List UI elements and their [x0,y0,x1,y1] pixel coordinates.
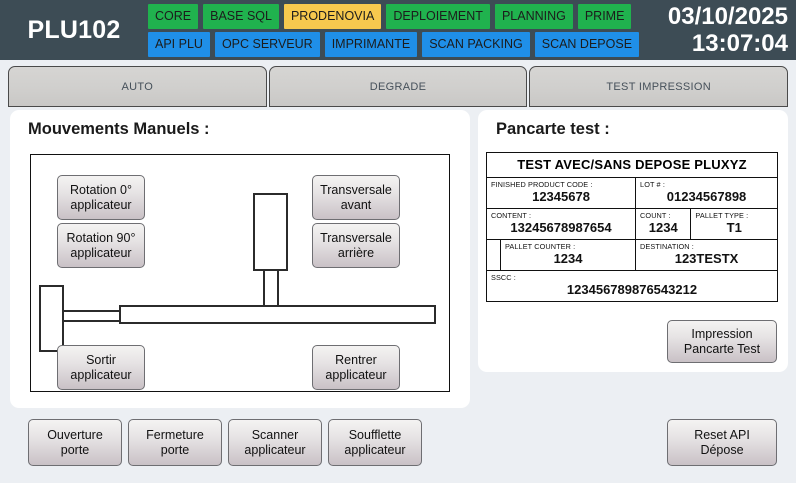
content-cell: CONTENT : 13245678987654 [485,208,637,240]
table-row: PALLET COUNTER : 1234 DESTINATION : 123T… [486,239,778,271]
diagram-head-stem-left [263,269,265,307]
status-badge-scan-packing[interactable]: SCAN PACKING [422,31,530,57]
status-badge-prodenovia[interactable]: PRODENOVIA [283,3,382,29]
rotation-0-button[interactable]: Rotation 0° applicateur [57,175,145,220]
finished-product-code-value: 12345678 [532,189,590,204]
mode-tabbar: AUTO DEGRADE TEST IMPRESSION [8,66,789,107]
app-header: PLU102 CORE BASE SQL PRODENOVIA DEPLOIEM… [0,0,796,60]
pallet-type-value: T1 [726,220,742,235]
reset-api-depose-button[interactable]: Reset API Dépose [667,419,777,466]
finished-product-code-cell: FINISHED PRODUCT CODE : 12345678 [485,177,637,209]
status-badge-imprimante[interactable]: IMPRIMANTE [324,31,418,57]
destination-label: DESTINATION : [640,242,694,251]
diagram-arm-line-top [64,310,120,312]
diagram-rail-shape [119,305,436,324]
count-label: COUNT : [640,211,671,220]
pallet-counter-cell: PALLET COUNTER : 1234 [499,239,637,271]
lot-value: 01234567898 [666,189,747,204]
soufflette-applicateur-button[interactable]: Soufflette applicateur [328,419,422,466]
diagram-head-stem-right [277,269,279,307]
pallet-counter-value: 1234 [553,251,583,266]
lot-label: LOT # : [640,180,665,189]
status-badge-prime[interactable]: PRIME [577,3,632,29]
status-badge-row-secondary: API PLU OPC SERVEUR IMPRIMANTE SCAN PACK… [148,31,644,57]
destination-value: 123TESTX [674,251,739,266]
pancarte-table: TEST AVEC/SANS DEPOSE PLUXYZ FINISHED PR… [485,152,778,302]
pallet-type-label: PALLET TYPE : [695,211,749,220]
tab-auto[interactable]: AUTO [8,66,267,107]
header-date: 03/10/2025 [667,3,788,30]
table-row: FINISHED PRODUCT CODE : 12345678 LOT # :… [485,177,778,209]
count-cell: COUNT : 1234 [635,208,692,240]
destination-cell: DESTINATION : 123TESTX [635,239,778,271]
status-badge-area: CORE BASE SQL PRODENOVIA DEPLOIEMENT PLA… [148,0,644,60]
content-label: CONTENT : [491,211,532,220]
status-badge-deploiement[interactable]: DEPLOIEMENT [386,3,490,29]
table-row: TEST AVEC/SANS DEPOSE PLUXYZ [486,152,778,178]
pancarte-heading-text: TEST AVEC/SANS DEPOSE PLUXYZ [517,157,747,172]
pancarte-test-panel: Pancarte test : TEST AVEC/SANS DEPOSE PL… [478,110,788,372]
sscc-label: SSCC : [491,273,516,282]
pallet-counter-label: PALLET COUNTER : [505,242,576,251]
scanner-applicateur-button[interactable]: Scanner applicateur [228,419,322,466]
pancarte-test-title: Pancarte test : [496,120,610,138]
finished-product-code-label: FINISHED PRODUCT CODE : [491,180,593,189]
sscc-value: 123456789876543212 [566,282,698,297]
diagram-carriage-post [39,285,64,352]
pancarte-heading: TEST AVEC/SANS DEPOSE PLUXYZ [486,152,778,178]
tab-degrade[interactable]: DEGRADE [268,66,528,107]
diagram-applicator-head [253,193,288,271]
count-value: 1234 [648,220,678,235]
status-badge-api-plu[interactable]: API PLU [148,31,210,57]
applicator-diagram: Rotation 0° applicateur Rotation 90° app… [30,154,450,392]
table-row: CONTENT : 13245678987654 COUNT : 1234 PA… [485,208,778,240]
sscc-cell: SSCC : 123456789876543212 [486,270,778,302]
diagram-arm-line-bottom [64,320,120,322]
sortir-applicateur-button[interactable]: Sortir applicateur [57,345,145,390]
manual-movements-panel: Mouvements Manuels : Rotation 0° applica… [10,110,470,408]
status-badge-planning[interactable]: PLANNING [494,3,573,29]
content-value: 13245678987654 [510,220,612,235]
status-badge-row-primary: CORE BASE SQL PRODENOVIA DEPLOIEMENT PLA… [148,3,644,29]
rentrer-applicateur-button[interactable]: Rentrer applicateur [312,345,400,390]
pancarte-spacer-cell [486,239,501,271]
rotation-90-button[interactable]: Rotation 90° applicateur [57,223,145,268]
header-time: 13:07:04 [691,30,788,57]
status-badge-scan-depose[interactable]: SCAN DEPOSE [534,31,640,57]
status-badge-opc-serveur[interactable]: OPC SERVEUR [214,31,320,57]
table-row: SSCC : 123456789876543212 [486,270,778,302]
transversale-avant-button[interactable]: Transversale avant [312,175,400,220]
status-badge-base-sql[interactable]: BASE SQL [203,3,279,29]
manual-movements-title: Mouvements Manuels : [28,120,210,138]
ouverture-porte-button[interactable]: Ouverture porte [28,419,122,466]
tab-test-impression[interactable]: TEST IMPRESSION [529,66,789,107]
pallet-type-cell: PALLET TYPE : T1 [690,208,778,240]
transversale-arriere-button[interactable]: Transversale arrière [312,223,400,268]
fermeture-porte-button[interactable]: Fermeture porte [128,419,222,466]
impression-pancarte-test-button[interactable]: Impression Pancarte Test [667,320,777,363]
header-datetime: 03/10/2025 13:07:04 [644,3,796,57]
status-badge-core[interactable]: CORE [148,3,199,29]
station-title: PLU102 [27,15,121,44]
lot-cell: LOT # : 01234567898 [635,177,778,209]
